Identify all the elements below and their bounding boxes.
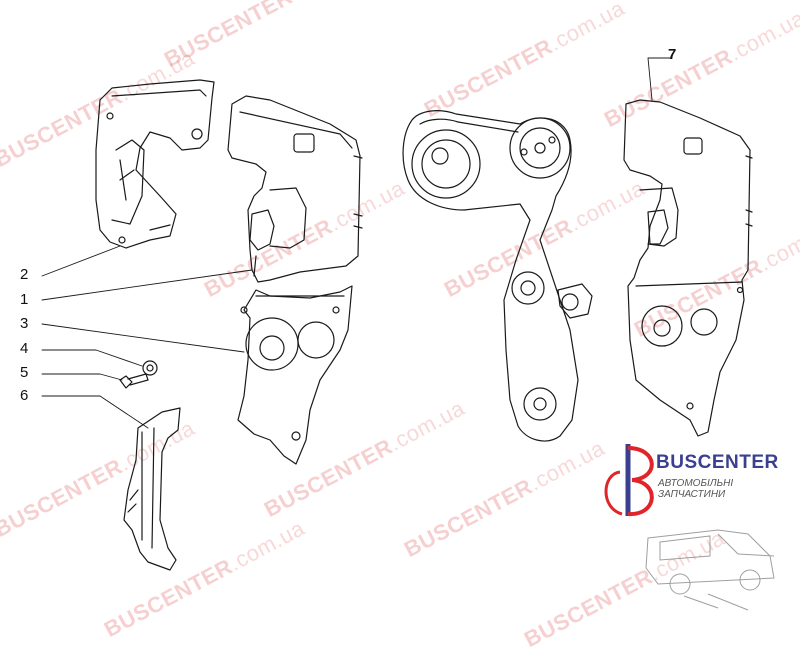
part-7-cover-assembly (623, 99, 753, 437)
callout-3: 3 (20, 315, 29, 332)
callout-4: 4 (20, 340, 29, 357)
brand-emblem-icon (604, 444, 775, 611)
callout-7: 7 (668, 46, 677, 63)
brand-tagline: АВТОМОБІЛЬНІ ЗАПЧАСТИНИ (658, 478, 734, 500)
leader-lines (41, 57, 673, 429)
exploded-parts-diagram (41, 57, 753, 571)
callout-6: 6 (20, 387, 29, 404)
callout-5: 5 (20, 364, 29, 381)
brand-name: BUSCENTER (656, 452, 779, 473)
callout-1: 1 (20, 291, 29, 308)
part-5-bolt (119, 373, 149, 389)
brand-logo: BUSCENTER АВТОМОБІЛЬНІ ЗАПЧАСТИНИ (598, 438, 798, 618)
part-2-upper-inner-cover (95, 79, 215, 249)
part-6-bracket (123, 407, 181, 571)
timing-belt-assembly (402, 110, 593, 442)
part-1-upper-outer-cover (227, 95, 363, 283)
part-3-lower-cover (237, 285, 353, 465)
part-4-washer (142, 360, 158, 376)
callout-2: 2 (20, 266, 29, 283)
